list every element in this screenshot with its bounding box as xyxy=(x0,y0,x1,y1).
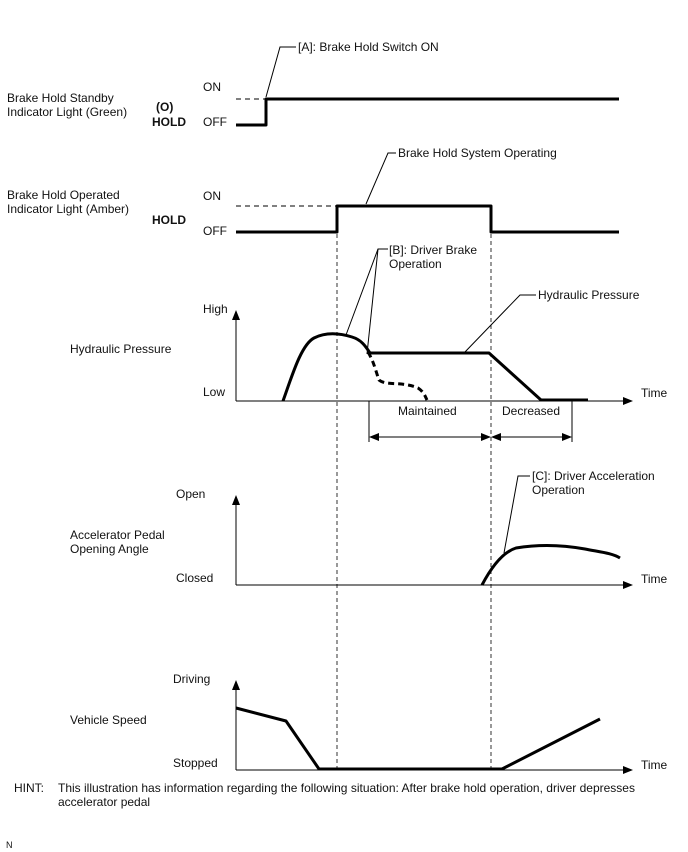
callout-b-text-line2: Operation xyxy=(389,257,442,271)
hint-label: HINT: xyxy=(14,781,44,795)
vehicle-speed-row: Vehicle Speed Driving Stopped Time xyxy=(70,672,668,774)
hint-text-line2: accelerator pedal xyxy=(58,795,150,809)
accelerator-x-axis-arrow xyxy=(623,581,633,589)
phase-maintained-label: Maintained xyxy=(398,404,457,418)
standby-on-label: ON xyxy=(203,80,221,94)
speed-stopped-label: Stopped xyxy=(173,756,218,770)
phase-maintained-arrow-right xyxy=(481,433,491,441)
speed-driving-label: Driving xyxy=(173,672,210,686)
hint-text-line1: This illustration has information regard… xyxy=(58,781,635,795)
hint-block: HINT: This illustration has information … xyxy=(14,781,635,809)
operated-indicator-hold-text: HOLD xyxy=(152,213,186,227)
standby-indicator-row: Brake Hold Standby Indicator Light (Gree… xyxy=(7,40,619,129)
speed-curve xyxy=(235,706,601,771)
accelerator-y-axis-arrow xyxy=(232,495,240,505)
standby-label-line2: Indicator Light (Green) xyxy=(7,105,127,119)
standby-indicator-symbol: (O) xyxy=(156,100,173,114)
callout-c-text-line2: Operation xyxy=(532,483,585,497)
pressure-y-axis-arrow xyxy=(232,310,240,320)
phase-maintained-arrow-left xyxy=(369,433,379,441)
callout-b-text-line1: [B]: Driver Brake xyxy=(389,243,477,257)
standby-signal-trace xyxy=(236,97,619,127)
callout-a-text: [A]: Brake Hold Switch ON xyxy=(298,40,439,54)
callout-a-leader xyxy=(265,46,296,98)
callout-b-leader-2 xyxy=(366,248,379,355)
operated-on-label: ON xyxy=(203,189,221,203)
speed-y-axis-arrow xyxy=(232,680,240,690)
pressure-label: Hydraulic Pressure xyxy=(70,342,172,356)
phase-decreased-arrow-left xyxy=(491,433,501,441)
callout-c-leader xyxy=(503,475,530,554)
callout-b-leader-1 xyxy=(345,248,388,336)
pressure-brake-release-dashed-curve xyxy=(366,351,429,401)
pressure-high-label: High xyxy=(203,302,228,316)
standby-indicator-hold-text: HOLD xyxy=(152,115,186,129)
operated-label-line1: Brake Hold Operated xyxy=(7,188,120,202)
callout-system-text: Brake Hold System Operating xyxy=(398,146,557,160)
speed-x-axis-arrow xyxy=(623,766,633,774)
operated-indicator-row: Brake Hold Operated Indicator Light (Amb… xyxy=(7,146,619,238)
operated-label-line2: Indicator Light (Amber) xyxy=(7,202,129,216)
speed-label: Vehicle Speed xyxy=(70,713,147,727)
pressure-x-axis-arrow xyxy=(623,397,633,405)
operated-signal-trace xyxy=(236,204,619,234)
accelerator-curve xyxy=(480,543,621,586)
accelerator-label-line2: Opening Angle xyxy=(70,542,149,556)
standby-off-label: OFF xyxy=(203,115,227,129)
callout-hydraulic-leader xyxy=(463,294,536,354)
accelerator-time-label: Time xyxy=(641,572,668,586)
callout-system-leader xyxy=(365,152,396,205)
accelerator-open-label: Open xyxy=(176,487,205,501)
accelerator-label-line1: Accelerator Pedal xyxy=(70,528,165,542)
callout-c-text-line1: [C]: Driver Acceleration xyxy=(532,469,655,483)
pressure-curve xyxy=(281,332,588,402)
footer-mark: N xyxy=(6,840,13,850)
callout-hydraulic-text: Hydraulic Pressure xyxy=(538,288,640,302)
accelerator-closed-label: Closed xyxy=(176,571,213,585)
phase-decreased-arrow-right xyxy=(562,433,572,441)
accelerator-row: Accelerator Pedal Opening Angle Open Clo… xyxy=(70,469,668,589)
speed-time-label: Time xyxy=(641,758,668,772)
pressure-time-label: Time xyxy=(641,386,668,400)
operated-off-label: OFF xyxy=(203,224,227,238)
pressure-low-label: Low xyxy=(203,385,225,399)
phase-decreased-label: Decreased xyxy=(502,404,560,418)
standby-label-line1: Brake Hold Standby xyxy=(7,91,114,105)
hydraulic-pressure-row: Hydraulic Pressure High Low Time [B]: Dr… xyxy=(70,243,668,442)
